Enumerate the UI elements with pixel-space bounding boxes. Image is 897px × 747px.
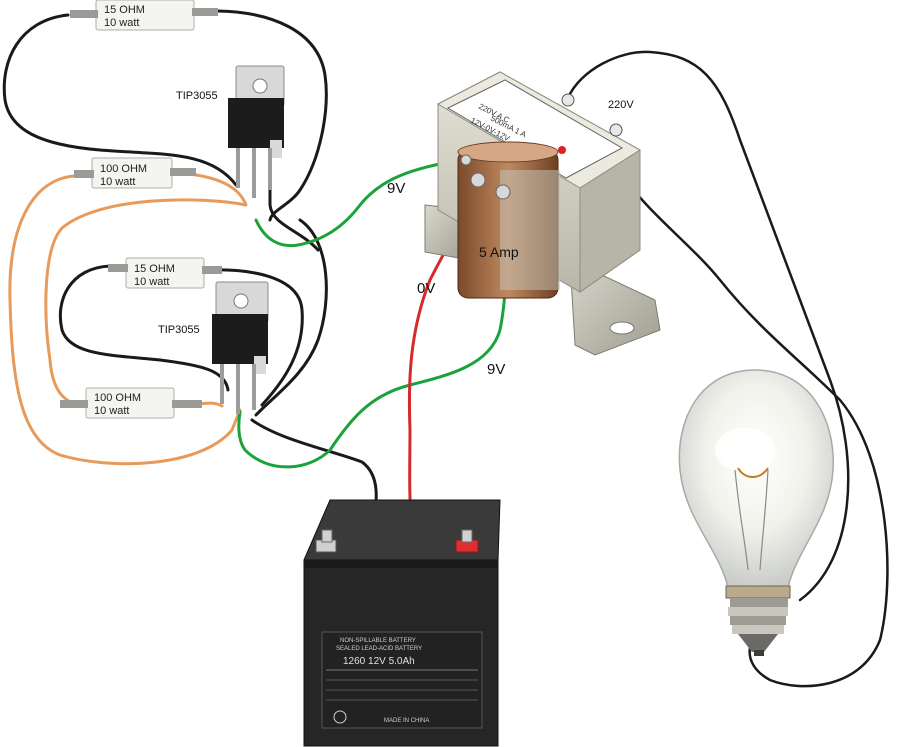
resistor-bot-100ohm: 100 OHM 10 watt	[60, 387, 202, 419]
black-wire-top-left	[2, 13, 238, 187]
label-220v: 220V	[608, 99, 634, 111]
transistor-bot-label: TIP3055	[158, 324, 200, 336]
transformer-rating: 5 Amp	[479, 244, 519, 260]
resistor-top-15ohm-value: 15 OHM	[104, 4, 145, 16]
green-wire-9v-top	[254, 158, 464, 248]
battery-model: 1260 12V 5.0Ah	[343, 656, 415, 667]
transformer: 220V A C 12V-0V-12V 500mA 1 A 5 Amp	[424, 71, 661, 356]
wires	[2, 9, 889, 688]
resistor-top-15ohm: 15 OHM 10 watt	[70, 0, 218, 31]
light-bulb	[678, 369, 834, 656]
resistor-bot-100ohm-value: 100 OHM	[94, 392, 141, 404]
mains-wire-1	[566, 50, 850, 602]
resistor-bot-15ohm-value: 15 OHM	[134, 263, 175, 275]
resistor-bot-100ohm-watt: 10 watt	[94, 405, 129, 417]
orange-wire-inner	[44, 170, 248, 407]
orange-wire-outer	[8, 174, 242, 466]
resistor-top-100ohm: 100 OHM 10 watt	[74, 157, 196, 189]
transistor-top: TIP3055	[176, 65, 285, 198]
black-wire-bot-right	[202, 268, 304, 407]
battery-header-1: NON-SPILLABLE BATTERY	[340, 638, 416, 644]
battery-footer: MADE IN CHINA	[384, 718, 429, 724]
black-wire-top-collector	[268, 158, 320, 252]
label-9v-bot: 9V	[487, 361, 505, 378]
battery: NON-SPILLABLE BATTERY SEALED LEAD-ACID B…	[303, 499, 501, 747]
resistor-bot-15ohm-watt: 10 watt	[134, 276, 169, 288]
mains-wire-2	[611, 128, 889, 688]
resistor-top-100ohm-value: 100 OHM	[100, 163, 147, 175]
black-wire-mid	[254, 218, 328, 417]
resistor-bot-15ohm: 15 OHM 10 watt	[108, 257, 222, 289]
transistor-top-label: TIP3055	[176, 90, 218, 102]
battery-header-2: SEALED LEAD-ACID BATTERY	[336, 646, 422, 652]
label-0v: 0V	[417, 280, 435, 297]
label-9v-top: 9V	[387, 180, 405, 197]
green-wire-9v-bot	[237, 203, 508, 469]
black-wire-bot-left	[58, 264, 230, 392]
resistor-top-15ohm-watt: 10 watt	[104, 17, 139, 29]
transistor-bot: TIP3055	[158, 281, 269, 414]
black-wire-top-right	[216, 9, 328, 222]
resistor-top-100ohm-watt: 10 watt	[100, 176, 135, 188]
